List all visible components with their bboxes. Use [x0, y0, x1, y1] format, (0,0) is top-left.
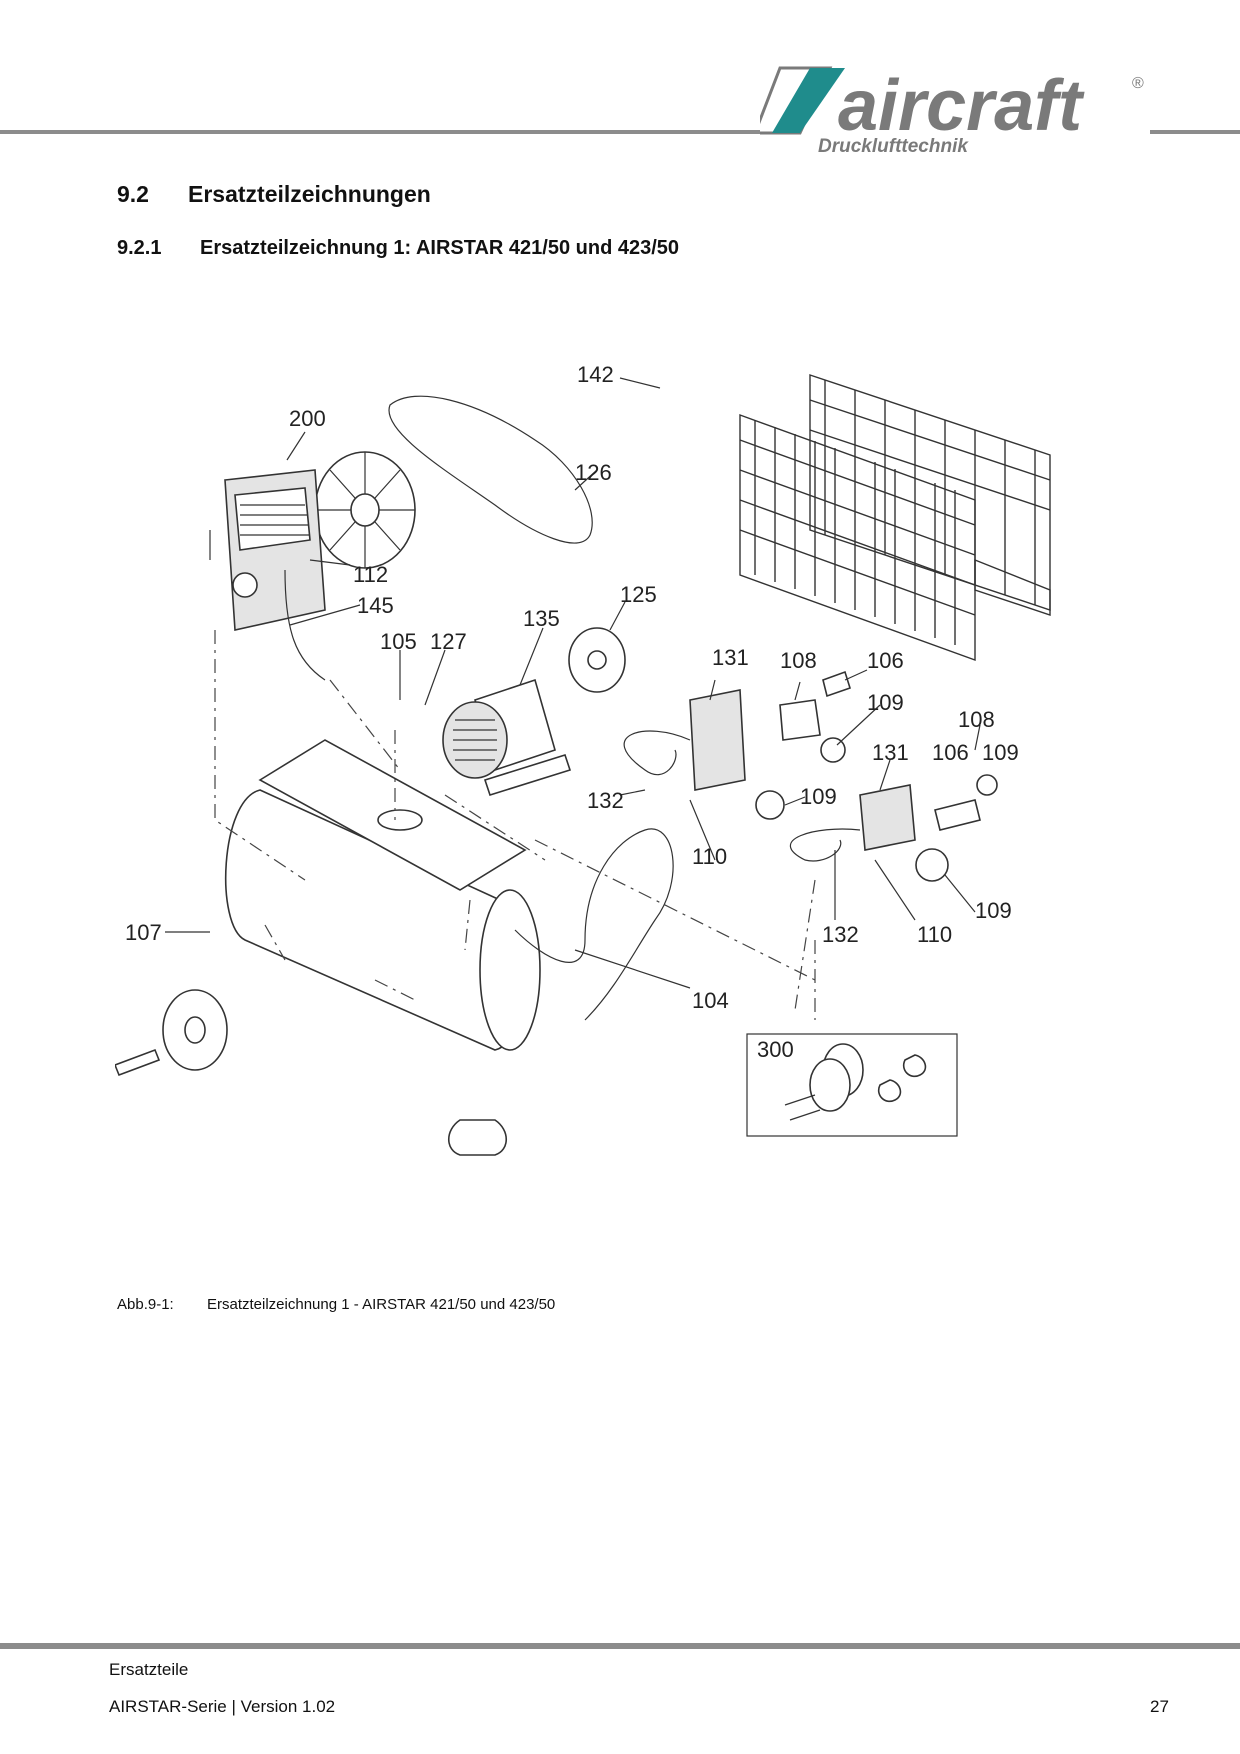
part-label: 109	[867, 690, 904, 715]
flywheel	[314, 451, 416, 569]
header-rule-right	[1150, 130, 1240, 134]
part-label: 110	[917, 922, 952, 947]
part-label: 142	[577, 362, 614, 387]
footer-section: Ersatzteile	[109, 1660, 189, 1679]
pressure-switch-2	[859, 784, 916, 851]
footer-series-version: AIRSTAR-Serie | Version 1.02	[109, 1697, 336, 1716]
part-label: 145	[357, 593, 394, 618]
part-label: 132	[587, 788, 624, 813]
part-label: 108	[958, 707, 995, 732]
part-label: 300	[757, 1037, 794, 1062]
subsection-number: 9.2.1	[117, 237, 162, 259]
rubber-foot	[447, 1119, 508, 1156]
footer-rule	[0, 1643, 1240, 1649]
page-number: 27	[1150, 1697, 1169, 1716]
part-label: 126	[575, 460, 612, 485]
svg-text:®: ®	[1132, 75, 1144, 92]
accessory-kit-box	[746, 1033, 958, 1137]
electric-motor	[442, 678, 572, 796]
part-label: 108	[780, 648, 817, 673]
part-label: 106	[932, 740, 969, 765]
header-rule-left	[0, 130, 760, 134]
air-tank	[225, 739, 541, 1051]
part-label: 107	[125, 920, 162, 945]
pressure-switch	[689, 689, 746, 791]
section-number: 9.2	[117, 181, 149, 207]
part-label: 109	[982, 740, 1019, 765]
compressor-pump	[209, 469, 326, 681]
part-label: 127	[430, 629, 467, 654]
subsection-title: Ersatzteilzeichnung 1: AIRSTAR 421/50 un…	[200, 237, 680, 259]
part-label: 109	[975, 898, 1012, 923]
part-label: 132	[822, 922, 859, 947]
part-label: 131	[712, 645, 749, 670]
logo-subtitle: Drucklufttechnik	[818, 136, 968, 157]
part-label: 131	[872, 740, 909, 765]
part-label: 109	[800, 784, 837, 809]
part-label: 105	[380, 629, 417, 654]
wheel	[115, 989, 228, 1077]
pressure-regulator	[779, 699, 821, 741]
section-title: Ersatzteilzeichnungen	[188, 181, 431, 207]
figure-caption-label: Abb.9-1:	[117, 1296, 174, 1313]
part-label: 125	[620, 582, 657, 607]
aircraft-logo: aircraft ®	[760, 66, 1144, 146]
spare-parts-drawing: 142 200 126 112 145 125 135 105 127 131 …	[115, 362, 1051, 1156]
part-label: 110	[692, 844, 727, 869]
part-label: 106	[867, 648, 904, 673]
part-label: 200	[289, 406, 326, 431]
belt-guard-grid	[739, 374, 1051, 661]
logo-wordmark: aircraft	[838, 66, 1085, 146]
figure-caption-text: Ersatzteilzeichnung 1 - AIRSTAR 421/50 u…	[207, 1296, 556, 1313]
part-label: 104	[692, 988, 729, 1013]
part-label: 135	[523, 606, 560, 631]
part-label: 112	[353, 562, 388, 587]
